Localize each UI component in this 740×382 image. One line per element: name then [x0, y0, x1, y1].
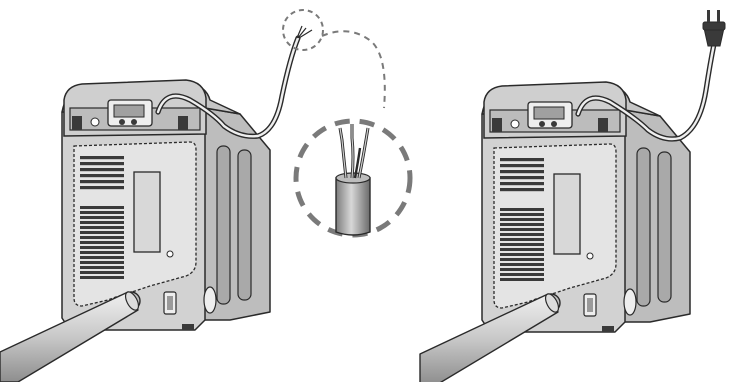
- callout-leader-line: [322, 31, 385, 108]
- washer-left: [0, 80, 270, 382]
- callout-magnified-cord-end: [296, 121, 410, 235]
- washer-right: [420, 82, 690, 382]
- callout-small-circle: [283, 10, 323, 50]
- plug-icon: [703, 10, 725, 46]
